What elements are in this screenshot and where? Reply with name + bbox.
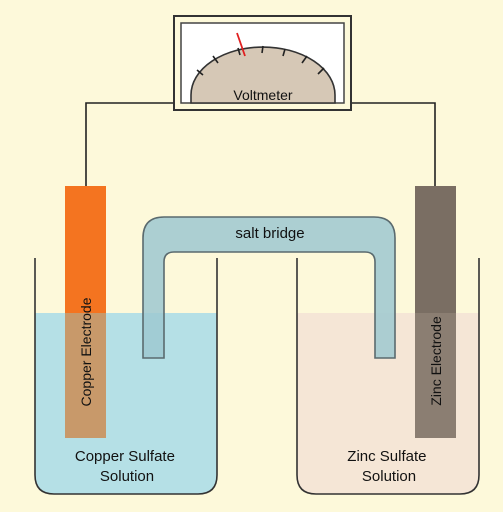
salt-bridge-label: salt bridge [235,225,304,242]
right-wire [351,102,436,186]
zinc-electrode: Zinc Electrode [415,186,456,438]
voltmeter-scale-ticks [196,45,325,76]
left-wire [85,102,175,186]
zinc-sulfate-label-line2: Solution [362,468,416,485]
voltmeter-label: Voltmeter [233,87,292,103]
copper-sulfate-solution [35,313,217,494]
copper-electrode-label: Copper Electrode [78,297,94,406]
voltmeter-needle [236,32,246,57]
zinc-sulfate-label-line1: Zinc Sulfate [347,448,426,465]
right-beaker [296,258,480,495]
voltmeter-dial [190,46,336,104]
copper-sulfate-label-line2: Solution [100,468,154,485]
copper-sulfate-label-line1: Copper Sulfate [75,448,175,465]
left-beaker [34,258,218,495]
salt-bridge [142,216,396,359]
copper-electrode: Copper Electrode [65,186,106,438]
zinc-sulfate-label: Zinc Sulfate Solution [347,448,430,485]
zinc-electrode-label: Zinc Electrode [428,316,444,406]
voltmeter: Voltmeter [173,15,352,111]
copper-sulfate-label: Copper Sulfate Solution [75,448,179,485]
